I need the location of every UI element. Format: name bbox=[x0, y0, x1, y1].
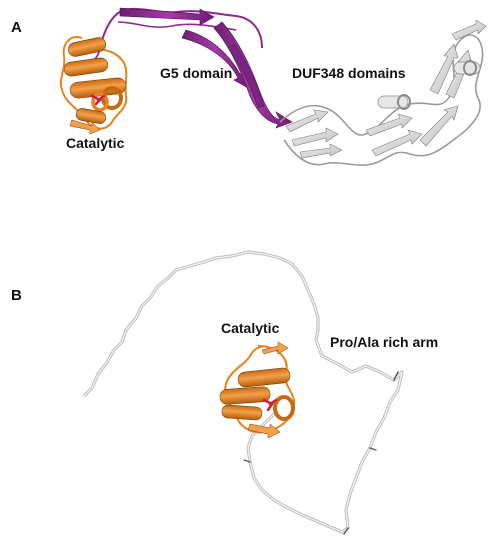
catalytic-helix bbox=[237, 367, 291, 388]
pro-ala-arm-coil-highlight bbox=[247, 339, 403, 533]
pro-ala-arm-label: Pro/Ala rich arm bbox=[330, 334, 439, 350]
catalytic-helix bbox=[69, 77, 127, 99]
panel-a-letter: A bbox=[11, 19, 22, 36]
pro-ala-arm-coil-highlight bbox=[83, 251, 319, 397]
duf348-beta-sheet bbox=[291, 127, 339, 147]
duf348-beta-sheet bbox=[299, 143, 343, 159]
catalytic-helix bbox=[63, 57, 109, 77]
catalytic-domain-b bbox=[219, 341, 296, 439]
g5-domain-label: G5 domain bbox=[160, 65, 233, 81]
catalytic-label-a: Catalytic bbox=[66, 135, 125, 151]
g5-domain-structure bbox=[83, 7, 293, 129]
catalytic-helix bbox=[75, 108, 107, 124]
catalytic-label-b: Catalytic bbox=[221, 320, 280, 336]
duf348-helix bbox=[377, 95, 409, 109]
pro-ala-arm-structure bbox=[82, 250, 404, 535]
catalytic-beta-strand bbox=[261, 341, 289, 355]
catalytic-helix bbox=[67, 37, 107, 57]
duf348-beta-sheet bbox=[365, 113, 413, 137]
duf348-beta-sheet bbox=[371, 129, 423, 157]
catalytic-helix-end bbox=[91, 92, 109, 112]
pro-ala-arm-kinks bbox=[243, 371, 399, 535]
panel-b bbox=[82, 250, 404, 535]
catalytic-helix-end bbox=[273, 395, 295, 421]
panel-a bbox=[59, 7, 487, 166]
duf348-loop bbox=[279, 34, 484, 166]
duf348-domains-label: DUF348 domains bbox=[292, 65, 406, 81]
duf348-beta-sheet bbox=[285, 109, 329, 133]
duf348-helix-end bbox=[463, 60, 477, 76]
active-site-residue bbox=[90, 94, 106, 106]
duf348-domains-structure bbox=[279, 19, 487, 166]
panel-b-letter: B bbox=[11, 287, 22, 304]
catalytic-beta-strand bbox=[69, 119, 101, 135]
catalytic-loop bbox=[59, 36, 128, 130]
catalytic-domain-a bbox=[59, 36, 128, 135]
catalytic-beta-strand bbox=[247, 423, 281, 439]
active-site-residue bbox=[262, 398, 278, 412]
g5-beta-strand-2 bbox=[181, 29, 249, 89]
duf348-helix-end bbox=[397, 94, 411, 110]
g5-beta-strand-4 bbox=[227, 43, 265, 109]
g5-beta-strand-1 bbox=[119, 7, 215, 26]
catalytic-helix bbox=[221, 404, 263, 421]
duf348-beta-sheet bbox=[451, 19, 487, 41]
duf348-beta-sheet bbox=[429, 43, 459, 95]
duf348-beta-sheet bbox=[419, 105, 459, 147]
catalytic-helix bbox=[219, 386, 271, 405]
